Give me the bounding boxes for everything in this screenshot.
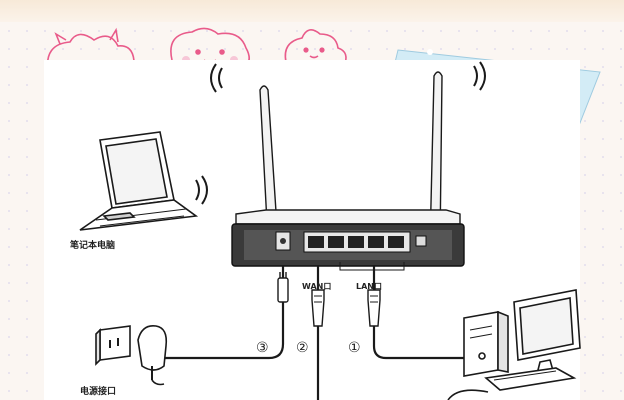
step-marker-1: ① — [348, 340, 361, 356]
wan-port-label: WAN口 — [302, 282, 332, 291]
wifi-signal-laptop-icon — [195, 175, 208, 205]
wan-connector-icon — [311, 289, 325, 327]
lan-port-label: LAN口 — [356, 282, 382, 291]
step-marker-3: ③ — [256, 340, 269, 356]
reset-button-icon — [415, 235, 427, 247]
power-plug-icon — [277, 272, 289, 303]
power-outlet-label: 电源接口 — [80, 387, 117, 397]
power-jack-icon — [280, 238, 286, 244]
laptop-label: 笔记本电脑 — [70, 241, 116, 251]
cable-lan — [372, 326, 466, 360]
cable-power — [165, 302, 285, 360]
wall-outlet-icon — [95, 325, 131, 366]
wifi-signal-left-icon — [210, 63, 223, 93]
desktop-computer-icon — [463, 289, 581, 391]
card-pin — [427, 49, 433, 55]
power-adapter-icon — [137, 324, 168, 386]
cables — [165, 266, 466, 400]
header-band — [0, 0, 624, 22]
laptop-icon — [79, 131, 199, 231]
step-marker-2: ② — [296, 340, 309, 356]
lan-bracket — [339, 262, 405, 271]
cartoon-face-sticker — [284, 29, 347, 67]
ethernet-ports — [308, 236, 404, 248]
router — [231, 209, 465, 267]
lan-connector-icon — [367, 289, 381, 327]
cartoon-bear-sticker — [46, 27, 135, 73]
wifi-signal-right-icon — [473, 61, 486, 91]
partial-device-outline — [447, 389, 489, 400]
